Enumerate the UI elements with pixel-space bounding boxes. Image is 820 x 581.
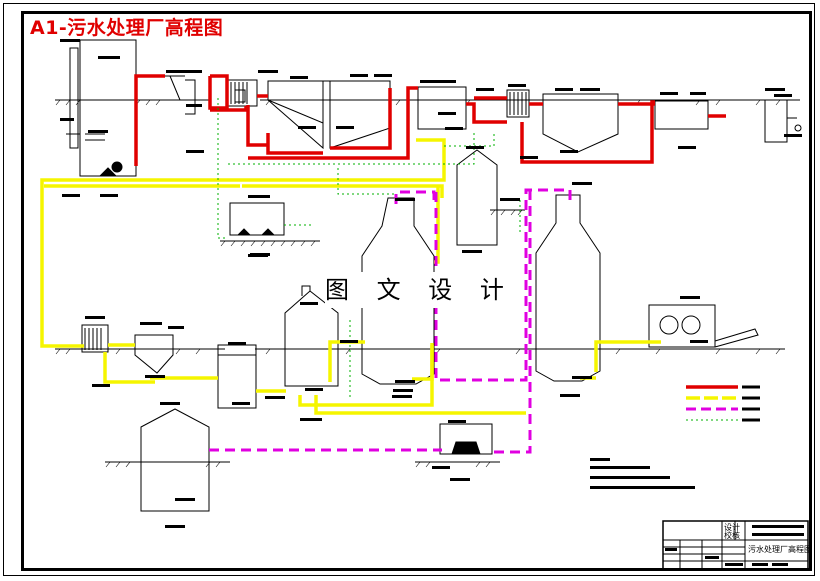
supernatant-pipeline — [217, 98, 521, 400]
drawing-border — [21, 11, 812, 571]
contact-tank — [654, 100, 709, 130]
coarse-screen-well — [79, 39, 137, 177]
watermark: 图 文 设 计 — [325, 272, 504, 308]
outer-border — [3, 3, 815, 576]
primary-digester — [361, 197, 435, 385]
secondary-settling-tank — [542, 93, 619, 153]
title-block — [662, 520, 809, 570]
supernatant-tank — [229, 202, 285, 236]
legend — [686, 385, 760, 422]
dewatering-house — [648, 304, 716, 348]
drawing-title: A1-污水处理厂高程图 — [30, 17, 224, 39]
primary-settling-tank — [417, 86, 467, 130]
sludge-thickener — [456, 149, 498, 246]
ground-lines — [55, 99, 800, 463]
secondary-digester — [535, 194, 601, 382]
sludge-structures — [81, 149, 759, 512]
sewage-pipeline — [134, 74, 726, 166]
sludge-well — [134, 334, 174, 374]
outfall — [764, 100, 797, 143]
title-block-designer-label: 设计 — [724, 522, 740, 532]
title-block-checker-label: 校核 — [724, 530, 740, 540]
grit-chamber — [267, 80, 324, 124]
elevation-markers — [60, 39, 802, 528]
design-notes — [590, 458, 695, 489]
control-building — [284, 290, 339, 387]
top-row-structures — [66, 39, 802, 177]
sludge-storage-tank — [217, 344, 257, 409]
sludge-screen — [81, 324, 109, 353]
title-block-drawing-name: 污水处理厂高程图 — [748, 544, 812, 554]
gas-holder — [140, 408, 210, 512]
